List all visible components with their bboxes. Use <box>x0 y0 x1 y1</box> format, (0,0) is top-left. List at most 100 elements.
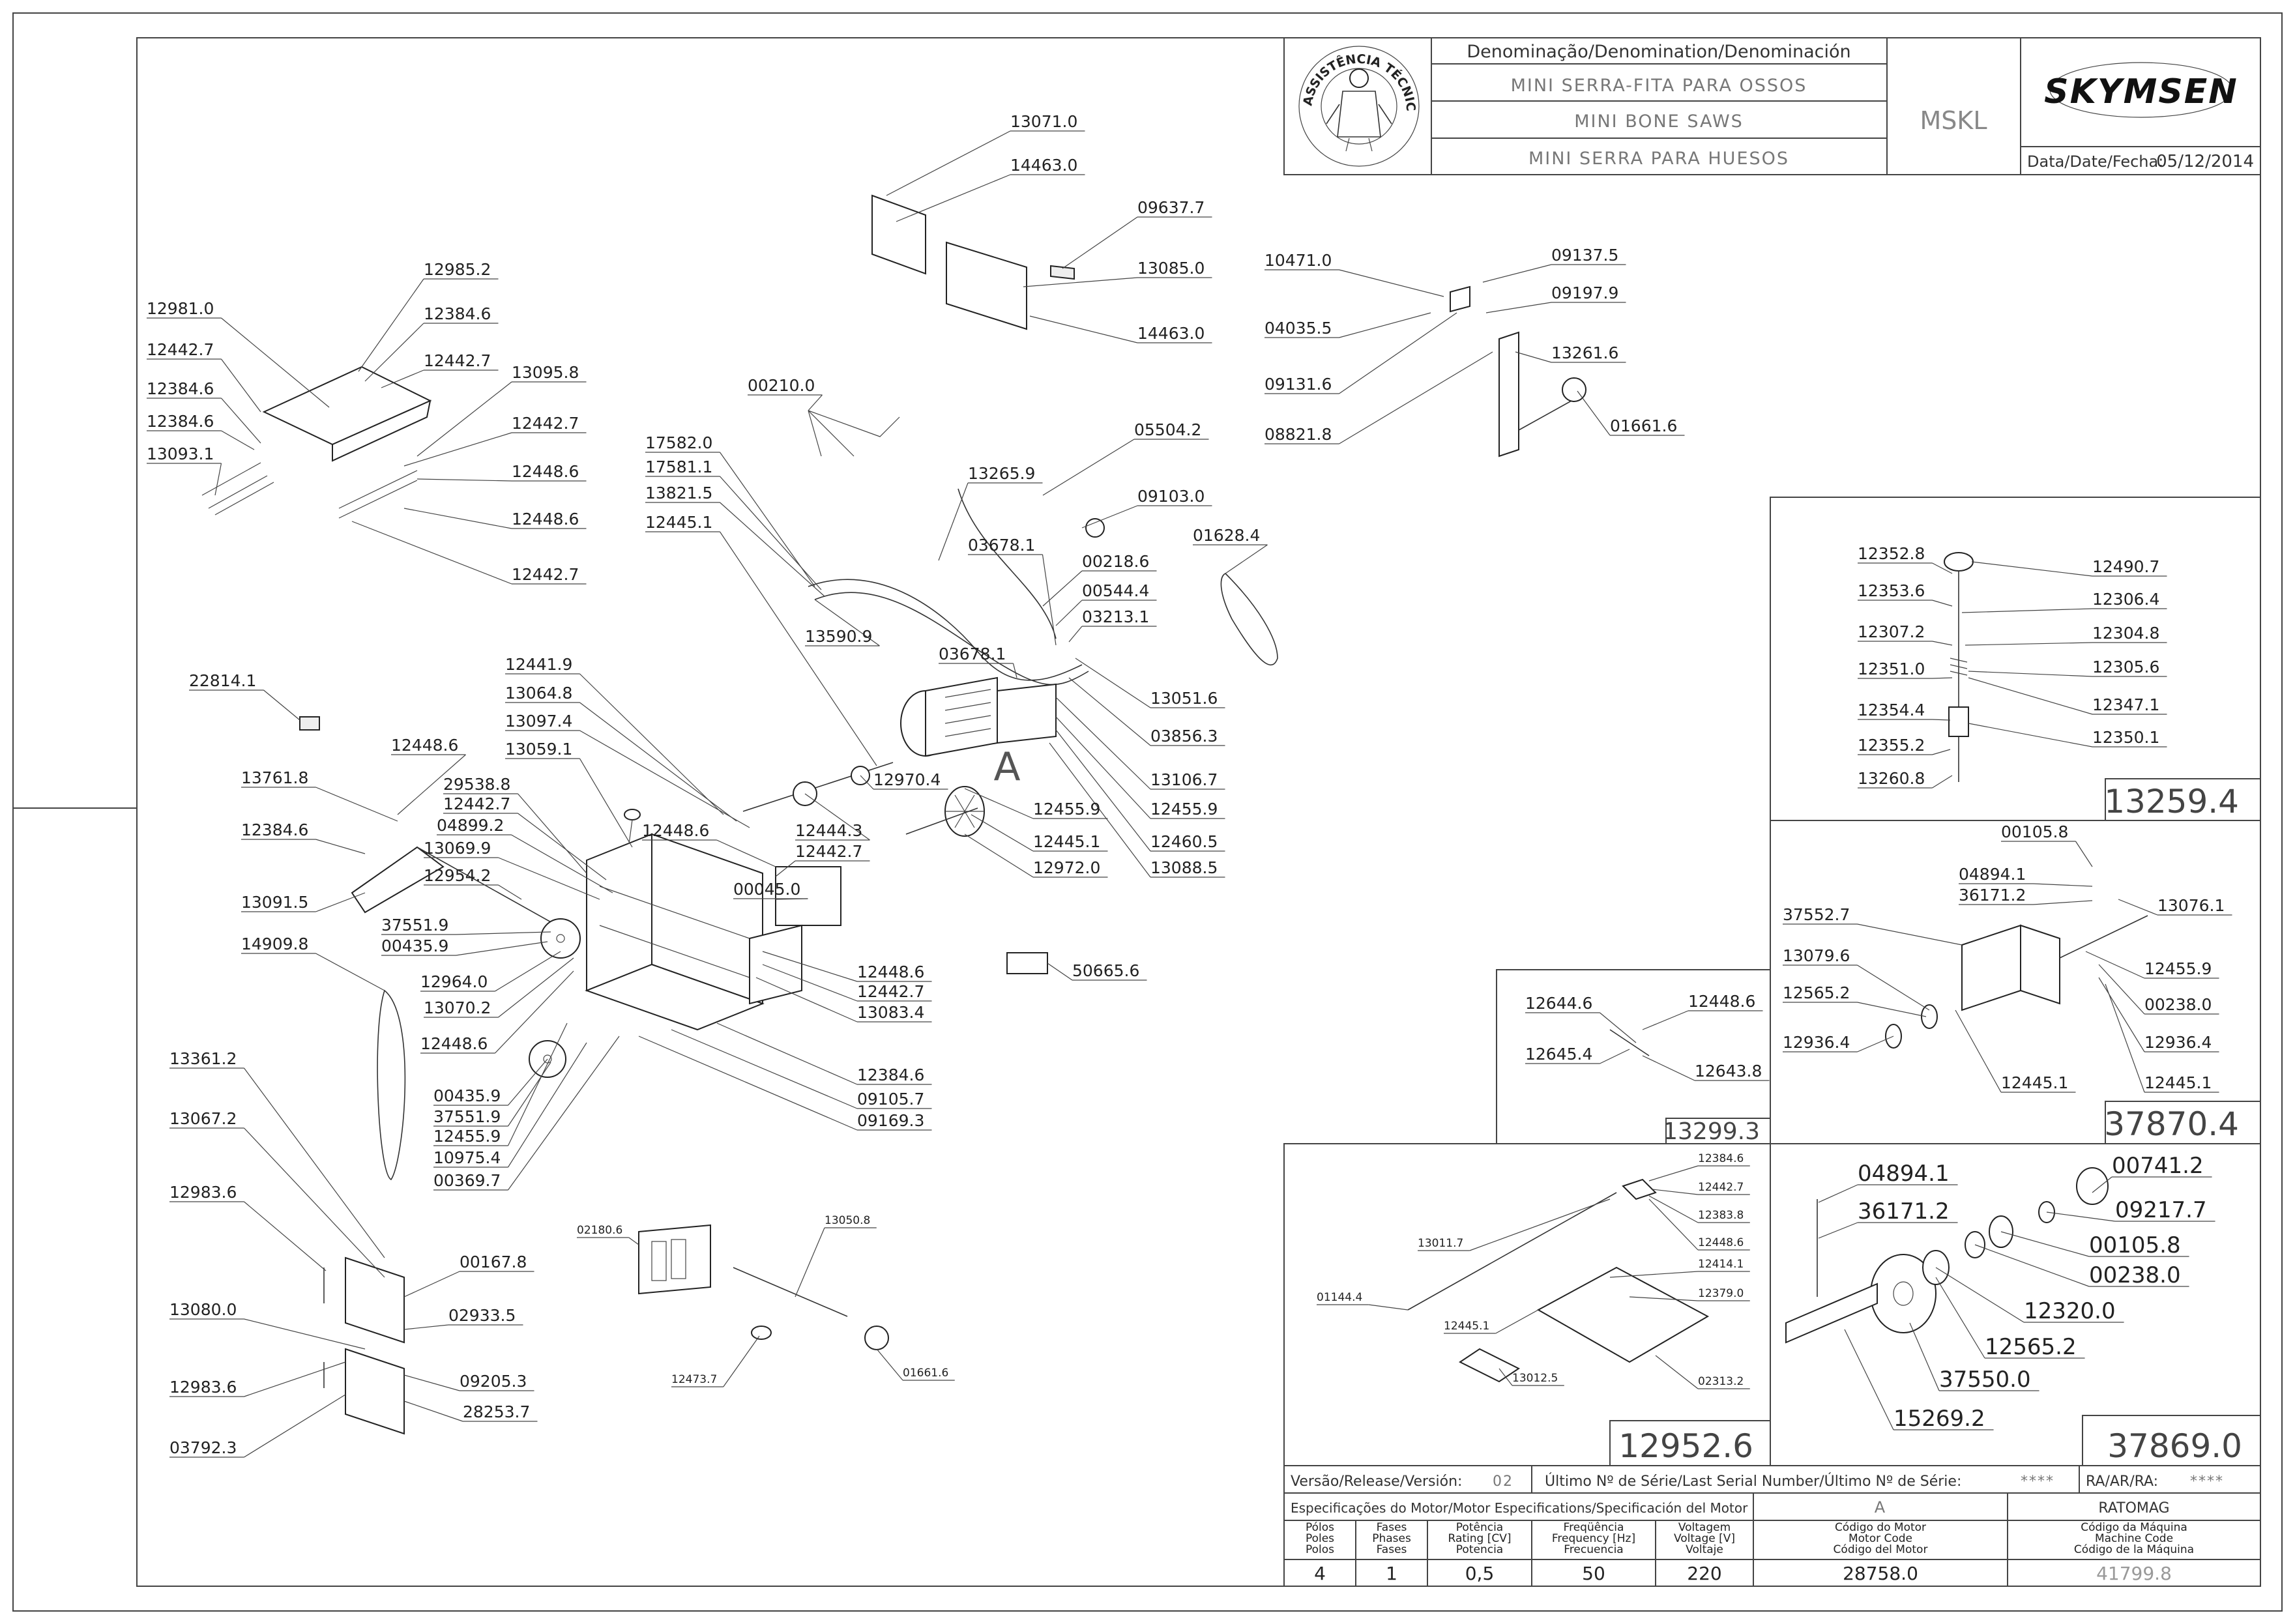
part-number-label: 00105.8 <box>2089 1232 2181 1258</box>
part-number-label: 13059.1 <box>505 740 572 759</box>
part-number-label: 00369.7 <box>433 1171 501 1190</box>
h-phases-pt: Fases <box>1377 1521 1407 1534</box>
part-number-label: 14463.0 <box>1137 324 1205 343</box>
part-number-label: 12304.8 <box>2092 624 2159 643</box>
part-number-label: 12353.6 <box>1858 581 1925 600</box>
h-motor-code-es: Código del Motor <box>1834 1543 1928 1556</box>
part-number-label: 13088.5 <box>1150 858 1218 877</box>
part-number-label: 12455.9 <box>433 1127 501 1146</box>
part-number-label: 13050.8 <box>825 1214 870 1227</box>
part-number-label: 04894.1 <box>1959 865 2026 884</box>
part-number-label: 12350.1 <box>2092 728 2159 747</box>
h-volt-es: Voltaje <box>1686 1543 1723 1556</box>
part-number-label: 12972.0 <box>1033 858 1100 877</box>
part-number-label: 12936.4 <box>2144 1033 2212 1052</box>
part-number-label: 12347.1 <box>2092 695 2159 714</box>
part-number-label: 13093.1 <box>147 444 214 463</box>
part-number-label: 13069.9 <box>424 839 491 858</box>
part-number-label: 12455.9 <box>1033 800 1100 819</box>
part-number-label: 12414.1 <box>1698 1258 1744 1271</box>
part-number-label: 13064.8 <box>505 684 572 703</box>
part-number-label: 02313.2 <box>1698 1375 1744 1388</box>
part-number-label: 12565.2 <box>1985 1334 2077 1360</box>
part-number-label: 13265.9 <box>968 464 1035 483</box>
h-phases-en: Phases <box>1372 1532 1411 1545</box>
detail-13299-id: 13299.3 <box>1663 1118 1760 1145</box>
part-number-label: 13011.7 <box>1418 1237 1463 1250</box>
part-number-label: 12448.6 <box>857 963 924 981</box>
part-number-label: 12379.0 <box>1698 1287 1744 1300</box>
h-phases-es: Fases <box>1377 1543 1407 1556</box>
h-power-es: Potencia <box>1456 1543 1503 1556</box>
value-frequency: 50 <box>1582 1563 1605 1584</box>
part-number-label: 12490.7 <box>2092 557 2159 576</box>
part-number-label: 50665.6 <box>1072 961 1139 980</box>
part-number-label: 12384.6 <box>857 1066 924 1084</box>
part-number-label: 13106.7 <box>1150 770 1218 789</box>
part-number-label: 12306.4 <box>2092 590 2159 609</box>
part-number-label: 14909.8 <box>241 935 308 953</box>
part-number-label: 12964.0 <box>420 972 488 991</box>
ra-label: RA/AR/RA: <box>2086 1473 2158 1490</box>
part-number-label: 17582.0 <box>645 433 712 452</box>
title-name-en: MINI BONE SAWS <box>1574 111 1744 132</box>
part-number-label: 12983.6 <box>169 1378 237 1397</box>
part-number-label: 02933.5 <box>448 1306 516 1325</box>
serial-value: **** <box>2021 1473 2054 1490</box>
date-value: 05/12/2014 <box>2156 152 2254 171</box>
part-number-label: 00435.9 <box>381 936 448 955</box>
part-number-label: 13261.6 <box>1551 343 1618 362</box>
part-number-label: 00167.8 <box>460 1253 527 1271</box>
part-number-label: 12442.7 <box>795 842 862 861</box>
part-number-label: 13051.6 <box>1150 689 1218 708</box>
part-number-label: 10471.0 <box>1264 251 1332 270</box>
value-poles: 4 <box>1314 1563 1326 1584</box>
part-number-label: 12305.6 <box>2092 658 2159 676</box>
part-number-label: 00238.0 <box>2089 1262 2181 1288</box>
part-number-label: 13095.8 <box>512 363 579 382</box>
part-number-label: 12384.6 <box>424 304 491 323</box>
part-number-label: 12307.2 <box>1858 622 1925 641</box>
part-number-label: 12384.6 <box>147 412 214 431</box>
part-number-label: 09103.0 <box>1137 487 1205 506</box>
part-number-label: 01628.4 <box>1193 526 1260 545</box>
h-freq-pt: Freqüência <box>1564 1521 1624 1534</box>
part-number-label: 13091.5 <box>241 893 308 912</box>
part-number-label: 12442.7 <box>147 340 214 359</box>
part-number-label: 13590.9 <box>805 627 872 646</box>
part-number-label: 15269.2 <box>1893 1406 1985 1432</box>
part-number-label: 09205.3 <box>460 1372 527 1391</box>
part-number-label: 13067.2 <box>169 1109 237 1128</box>
part-number-label: 13070.2 <box>424 998 491 1017</box>
part-number-label: 13097.4 <box>505 712 572 731</box>
part-number-label: 00435.9 <box>433 1086 501 1105</box>
h-machine-code-es: Código de la Máquina <box>2074 1543 2194 1556</box>
part-number-label: 17581.1 <box>645 457 712 476</box>
part-number-label: 05504.2 <box>1134 420 1201 439</box>
part-number-label: 10975.4 <box>433 1148 501 1167</box>
h-motor-code-pt: Código do Motor <box>1835 1521 1926 1534</box>
part-number-label: 37552.7 <box>1783 905 1850 924</box>
date-label: Data/Date/Fecha: <box>2027 152 2163 171</box>
part-number-label: 13085.0 <box>1137 259 1205 278</box>
part-number-label: 01661.6 <box>1610 416 1677 435</box>
part-number-label: 12445.1 <box>2144 1073 2212 1092</box>
part-number-label: 12384.6 <box>241 820 308 839</box>
part-number-label: 12473.7 <box>671 1373 717 1386</box>
part-number-label: 00105.8 <box>2001 822 2068 841</box>
part-number-label: 12981.0 <box>147 299 214 318</box>
callouts: 13071.014463.009637.713085.014463.010471… <box>147 112 2232 1458</box>
h-poles-pt: Pólos <box>1306 1521 1334 1534</box>
seal-text: ASSISTÊNCIA TÉCNICA AUTORIZADA <box>0 0 1418 111</box>
part-number-label: 13071.0 <box>1010 112 1077 131</box>
detail-12952-id: 12952.6 <box>1618 1427 1753 1465</box>
part-number-label: 12448.6 <box>512 510 579 529</box>
part-number-label: 03678.1 <box>968 536 1035 555</box>
part-number-label: 04899.2 <box>437 816 504 835</box>
h-volt-pt: Voltagem <box>1678 1521 1731 1534</box>
model-code: MSKL <box>1920 106 1987 135</box>
part-number-label: 12442.7 <box>1698 1181 1744 1194</box>
part-number-label: 12441.9 <box>505 655 572 674</box>
part-number-label: 22814.1 <box>189 671 256 690</box>
part-number-label: 03792.3 <box>169 1438 237 1457</box>
